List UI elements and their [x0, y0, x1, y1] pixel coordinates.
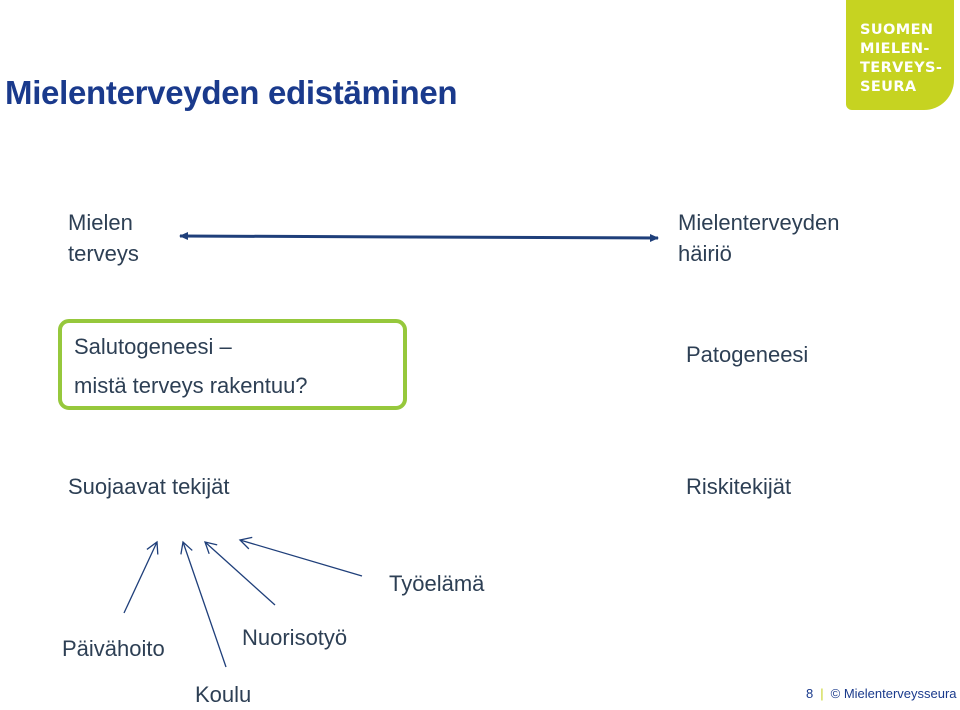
salutogenesis-line-1: Salutogeneesi – — [74, 334, 232, 359]
mental-disorder-line-2: häiriö — [678, 241, 732, 266]
salutogenesis-box — [58, 319, 407, 410]
factor-daycare: Päivähoito — [62, 636, 165, 661]
mental-disorder-label: Mielenterveyden häiriö — [678, 207, 839, 269]
copyright-text: © Mielenterveysseura — [830, 686, 957, 701]
logo-line-2: MIELEN- — [860, 41, 930, 57]
mental-health-line-1: Mielen — [68, 210, 133, 235]
mental-disorder-line-1: Mielenterveyden — [678, 210, 840, 235]
arrow-from-work-life — [238, 536, 363, 577]
footer-separator: | — [820, 686, 824, 701]
logo-line-4: SEURA — [860, 79, 917, 95]
mental-health-label: Mielen terveys — [68, 207, 139, 269]
double-arrow — [179, 232, 659, 242]
factor-school: Koulu — [195, 682, 252, 707]
slide-title: Mielenterveyden edistäminen — [5, 74, 458, 111]
arrow-from-youth-work — [203, 541, 276, 606]
mental-health-line-2: terveys — [68, 241, 139, 266]
arrow-from-daycare — [123, 540, 159, 614]
factor-youth-work: Nuorisotyö — [242, 625, 348, 650]
factor-work-life: Työelämä — [389, 571, 485, 596]
logo-line-1: SUOMEN — [860, 22, 934, 38]
salutogenesis-line-2: mistä terveys rakentuu? — [74, 373, 308, 398]
mielenterveysseura-logo: SUOMEN MIELEN- TERVEYS- SEURA — [846, 0, 954, 110]
protective-factors-label: Suojaavat tekijät — [68, 474, 230, 499]
arrow-from-school — [180, 540, 227, 668]
slide-footer: 8 | © Mielenterveysseura — [806, 686, 957, 701]
logo-line-3: TERVEYS- — [860, 60, 943, 76]
pathogenesis-label: Patogeneesi — [686, 342, 809, 367]
page-number: 8 — [806, 686, 814, 701]
risk-factors-label: Riskitekijät — [686, 474, 792, 499]
